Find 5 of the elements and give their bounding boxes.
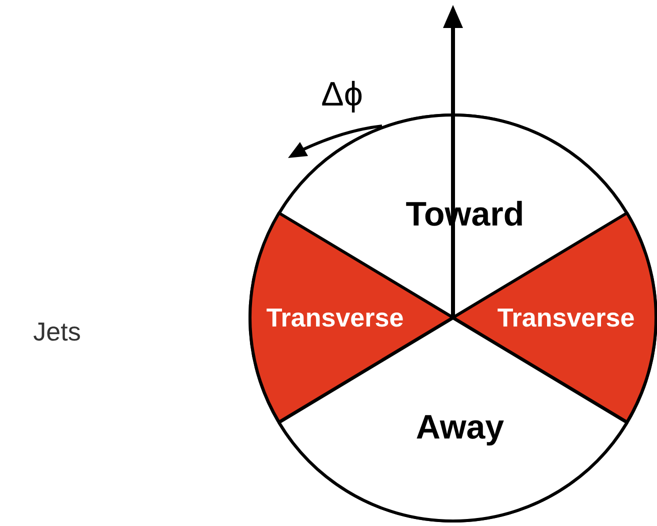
sector-label: Transverse: [497, 302, 635, 334]
sector-label: Away: [416, 408, 504, 448]
text-label: Δϕ: [321, 76, 363, 114]
text-label: Jets: [33, 316, 81, 348]
sector-label: Transverse: [266, 302, 404, 334]
